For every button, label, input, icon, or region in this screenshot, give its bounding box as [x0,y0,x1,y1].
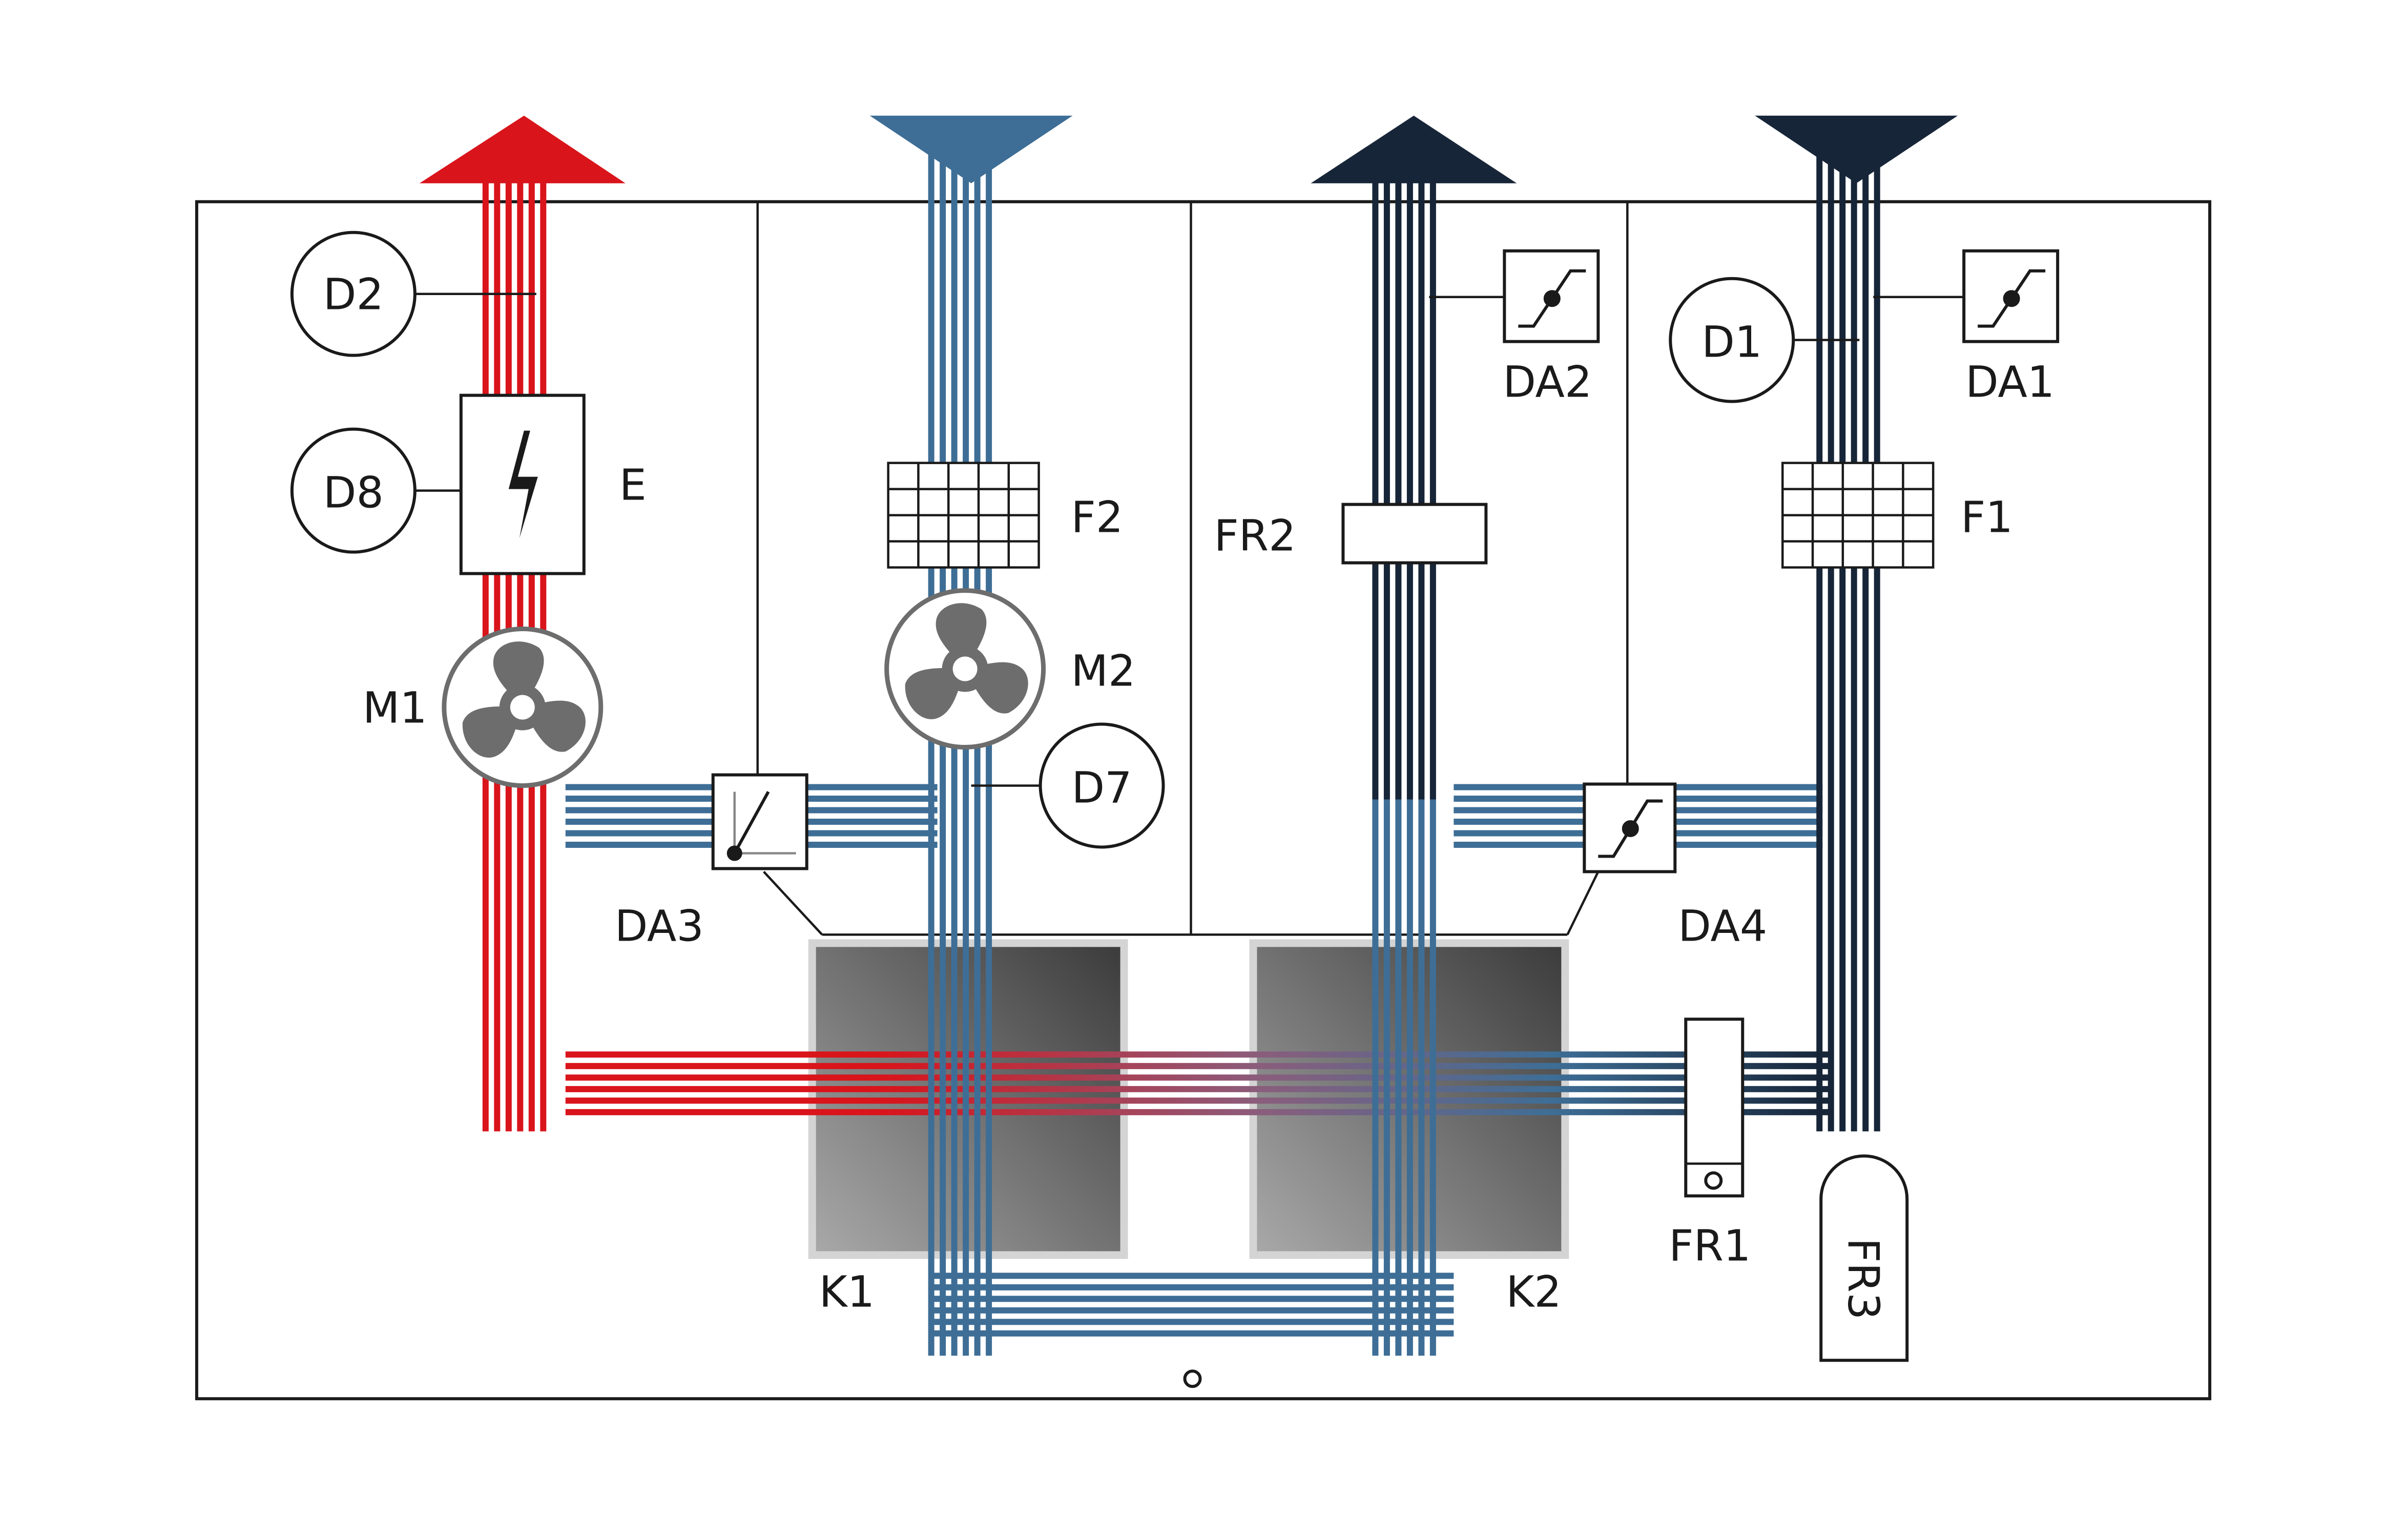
supply-return-duct [1372,799,1379,1356]
housing-frame [195,200,2212,1401]
outdoor-in-arrow [1755,115,1958,183]
sensor-d7: D7 [971,722,1165,849]
heat-recovery-duct [565,1086,1829,1092]
outdoor-air-duct [1839,154,1846,1132]
electric-heater: E [414,393,647,575]
exhaust-out-arrow [419,115,626,183]
label-da3: DA3 [615,901,704,951]
label-f2: F2 [1071,492,1124,543]
exchanger-link-duct [931,1330,1454,1337]
exchanger-link-duct [931,1319,1454,1325]
damper-icon [1598,799,1663,858]
label-m2: M2 [1071,646,1136,696]
label-fr2: FR2 [1214,511,1296,561]
outdoor-air-duct [1862,154,1869,1132]
supply-duct [951,154,958,1356]
heat-recovery-duct [565,1051,1829,1058]
supply-duct [940,154,946,1356]
compartment-dividers [756,201,1629,936]
filter-f1: F1 [1781,462,2013,569]
supply-duct [974,154,981,1356]
label-e: E [619,460,647,510]
label-k1: K1 [819,1266,875,1317]
damper-da2: DA2 [1429,249,1600,407]
fan-icon [457,637,596,764]
sensor-d2: D2 [290,231,536,357]
return-duct [1406,178,1413,800]
lightning-icon [508,430,538,538]
supply-return-duct [1429,799,1436,1356]
heat-recovery-duct [565,1109,1829,1115]
outdoor-air-duct [1828,154,1834,1132]
sensor-d8: D8 [290,427,417,554]
heat-recovery-duct [565,1074,1829,1081]
return-duct [1383,178,1390,800]
return-duct [1418,178,1425,800]
damper-da1: DA1 [1873,249,2060,407]
label-da1: DA1 [1965,357,2054,407]
label-m1: M1 [363,683,427,733]
return-duct [1395,178,1402,800]
exchanger-link-duct [931,1296,1454,1302]
supply-return-duct [1395,799,1402,1356]
label-fr3: FR3 [1838,1238,1888,1320]
heat-recovery-duct [565,1097,1829,1104]
filter-grid-icon [887,462,1040,569]
return-duct [1429,178,1436,800]
drain-icon [1183,1369,1202,1388]
supply-in-arrow [869,115,1073,183]
supply-duct [986,154,992,1356]
supply-return-duct [1418,799,1425,1356]
frost-guard-fr2: FR2 [1214,503,1488,565]
return-duct [1372,178,1379,800]
frost-guard-fr1: FR1 [1669,1017,1751,1271]
label-k2: K2 [1506,1266,1562,1317]
label-d7: D7 [1071,762,1132,813]
filter-f2: F2 [887,462,1124,569]
label-da2: DA2 [1503,357,1592,407]
supply-duct [963,154,969,1356]
damper-icon [1978,269,2046,328]
return-out-arrow [1311,115,1517,183]
outdoor-air-duct [1851,154,1857,1132]
label-f1: F1 [1961,492,2013,543]
supply-duct [928,154,935,1356]
fan-m2: M2 [884,588,1136,750]
outdoor-air-duct [1816,154,1823,1132]
label-d1: D1 [1701,317,1762,367]
supply-return-duct [1383,799,1390,1356]
outdoor-air-duct [1874,154,1880,1132]
exchanger-link-duct [931,1273,1454,1279]
damper-icon [726,791,796,861]
heat-recovery-duct [565,1063,1829,1069]
fan-m1: M1 [363,627,604,788]
label-fr1: FR1 [1669,1220,1751,1271]
damper-icon [1518,269,1586,328]
supply-return-duct [1406,799,1413,1356]
filter-grid-icon [1781,462,1935,569]
exchanger-link-duct [931,1307,1454,1314]
damper-da3: DA3 [615,773,808,951]
damper-da4: DA4 [1583,782,1767,951]
label-d8: D8 [323,468,384,518]
label-da4: DA4 [1678,901,1767,951]
label-d2: D2 [323,269,384,320]
sensor-d1: D1 [1669,277,1860,403]
component-fr3: FR3 [1819,1154,1909,1362]
fan-icon [900,598,1039,726]
exchanger-link-duct [931,1284,1454,1291]
